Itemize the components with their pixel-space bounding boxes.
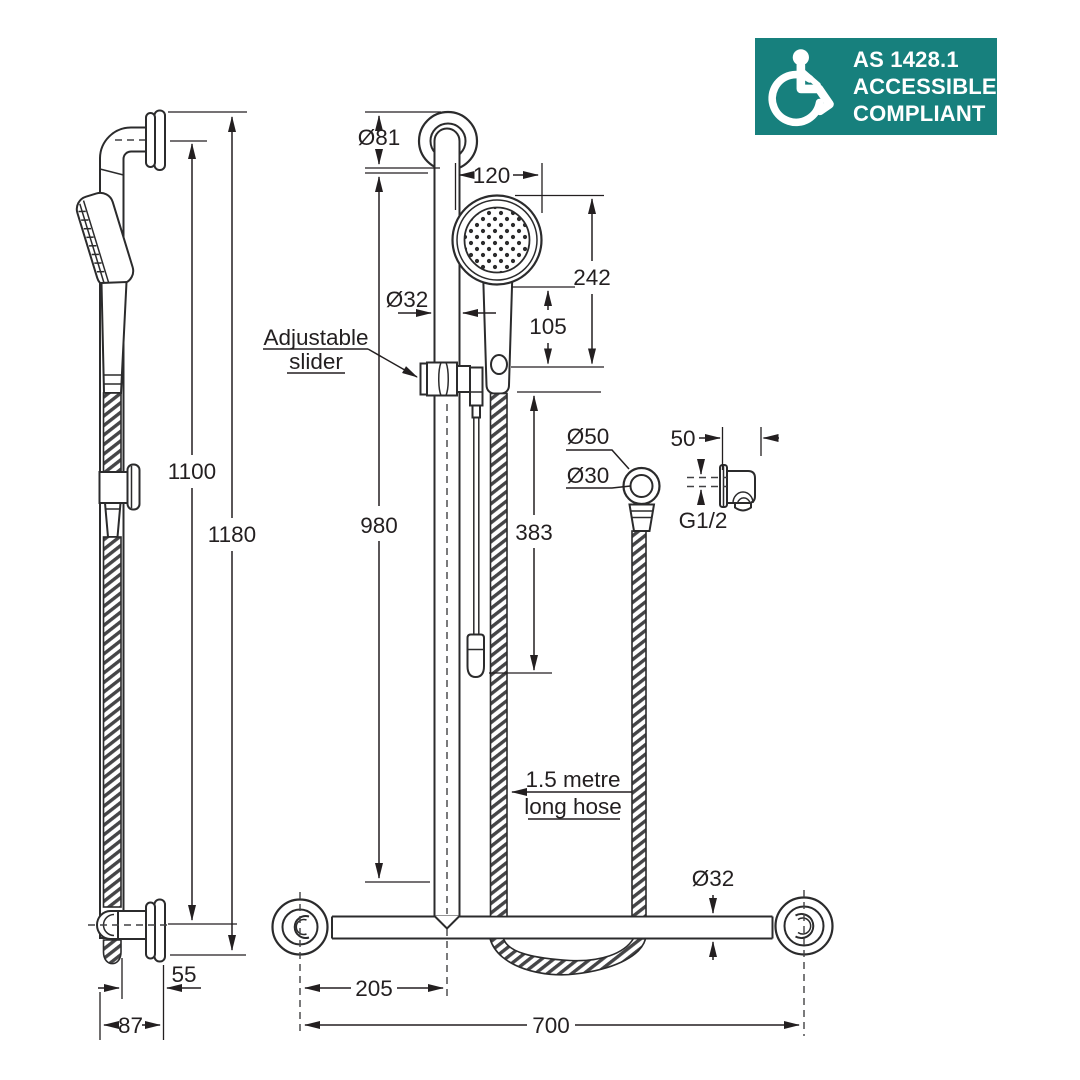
handle-button bbox=[490, 354, 508, 375]
side-bottom-flange bbox=[153, 898, 166, 963]
slider-note-line2: slider bbox=[289, 349, 343, 374]
dim-elbow-depth: 50 bbox=[670, 426, 695, 451]
dim-rail-diameter: Ø32 bbox=[386, 287, 429, 312]
elbow-detail: Ø50 Ø30 50 G1/2 bbox=[566, 424, 779, 533]
dim-thread-size: G1/2 bbox=[679, 508, 728, 533]
dim-flange-diameter: Ø81 bbox=[358, 125, 401, 150]
side-view-dimensions: 1100 1180 55 87 bbox=[98, 111, 256, 1040]
dim-pull-rod-drop: 383 bbox=[515, 520, 553, 545]
side-handshower-handle bbox=[100, 280, 128, 394]
pull-rod bbox=[473, 417, 480, 635]
slider-note-line1: Adjustable bbox=[263, 325, 368, 350]
dim-crossbar-diameter: Ø32 bbox=[692, 866, 735, 891]
side-bottom-cap bbox=[96, 910, 119, 940]
dim-crossbar-width: 700 bbox=[532, 1013, 570, 1038]
hose-down-run bbox=[489, 392, 508, 918]
side-top-flange bbox=[153, 109, 166, 171]
side-handshower-head bbox=[75, 191, 135, 289]
dim-rail-length: 1100 bbox=[168, 459, 216, 484]
front-view-dimensions: Ø81 980 120 242 105 Ø32 383 Adjustable s… bbox=[263, 111, 800, 1038]
side-bottom-mount bbox=[117, 910, 149, 940]
hose-note-line1: 1.5 metre bbox=[525, 767, 620, 792]
hose-note-line2: long hose bbox=[524, 794, 622, 819]
front-view bbox=[271, 110, 834, 1036]
dim-riser-offset: 205 bbox=[355, 976, 393, 1001]
side-view bbox=[75, 109, 172, 965]
wheelchair-icon bbox=[768, 48, 834, 126]
crossbar-tube bbox=[332, 916, 773, 939]
dim-handle-height: 105 bbox=[529, 314, 567, 339]
pull-rod-grip bbox=[466, 633, 485, 679]
dim-rail-height: 980 bbox=[360, 513, 398, 538]
compliance-badge: AS 1428.1 ACCESSIBLE COMPLIANT bbox=[755, 38, 997, 135]
dim-elbow-inner: Ø30 bbox=[567, 463, 610, 488]
side-hose-tip bbox=[102, 939, 122, 965]
dim-elbow-outer: Ø50 bbox=[567, 424, 610, 449]
hose-return-run bbox=[631, 530, 647, 918]
compliance-badge-text: AS 1428.1 ACCESSIBLE COMPLIANT bbox=[853, 46, 997, 127]
side-hose-lower bbox=[102, 536, 122, 908]
elbow-front-inner bbox=[629, 474, 654, 498]
side-slider bbox=[98, 471, 129, 504]
elbow-spout bbox=[734, 502, 752, 512]
badge-line2: ACCESSIBLE bbox=[853, 74, 997, 99]
dim-handset-height: 242 bbox=[573, 265, 611, 290]
side-hose-nut bbox=[103, 502, 122, 538]
dim-overall-depth: 87 bbox=[118, 1013, 143, 1038]
hose-loop bbox=[488, 937, 647, 976]
spray-face bbox=[463, 206, 531, 274]
side-hose-upper bbox=[102, 392, 122, 474]
badge-standard: AS 1428.1 bbox=[853, 47, 959, 72]
badge-line3: COMPLIANT bbox=[853, 101, 986, 126]
side-slider-knob bbox=[126, 463, 141, 511]
dim-overall-height: 1180 bbox=[208, 522, 256, 547]
dim-head-width: 120 bbox=[473, 163, 511, 188]
front-handshower-handle bbox=[481, 269, 514, 395]
dim-wall-offset: 55 bbox=[171, 962, 196, 987]
